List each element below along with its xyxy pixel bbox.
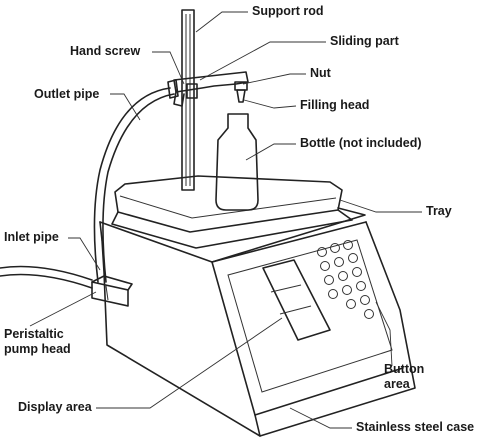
label-filling-head: Filling head [300,98,370,112]
label-display-area: Display area [18,400,92,414]
label-button-area-line2: area [384,377,410,391]
filling-head [234,81,248,103]
label-pump-head-line1: Peristaltic [4,327,64,341]
tray [111,175,353,249]
label-pump-head-line2: pump head [4,342,71,356]
label-hand-screw: Hand screw [70,44,141,58]
bottle [215,113,259,211]
sliding-part [173,71,249,107]
label-tray: Tray [426,204,452,218]
label-case: Stainless steel case [356,420,475,434]
display-area [262,259,331,341]
label-button-area-line1: Button [384,362,425,376]
outlet-pipe [93,87,175,283]
leader-lines [29,11,422,429]
stainless-steel-case [99,207,416,437]
label-outlet-pipe: Outlet pipe [34,87,100,101]
inlet-pipe [0,265,93,289]
hand-screw [167,79,179,99]
label-sliding-part: Sliding part [330,34,399,48]
peristaltic-pump-head [91,275,133,307]
label-inlet-pipe: Inlet pipe [4,230,59,244]
label-bottle: Bottle (not included) [300,136,422,150]
label-nut: Nut [310,66,331,80]
button-area [317,240,374,319]
label-support-rod: Support rod [252,4,324,18]
support-rod [181,9,195,191]
